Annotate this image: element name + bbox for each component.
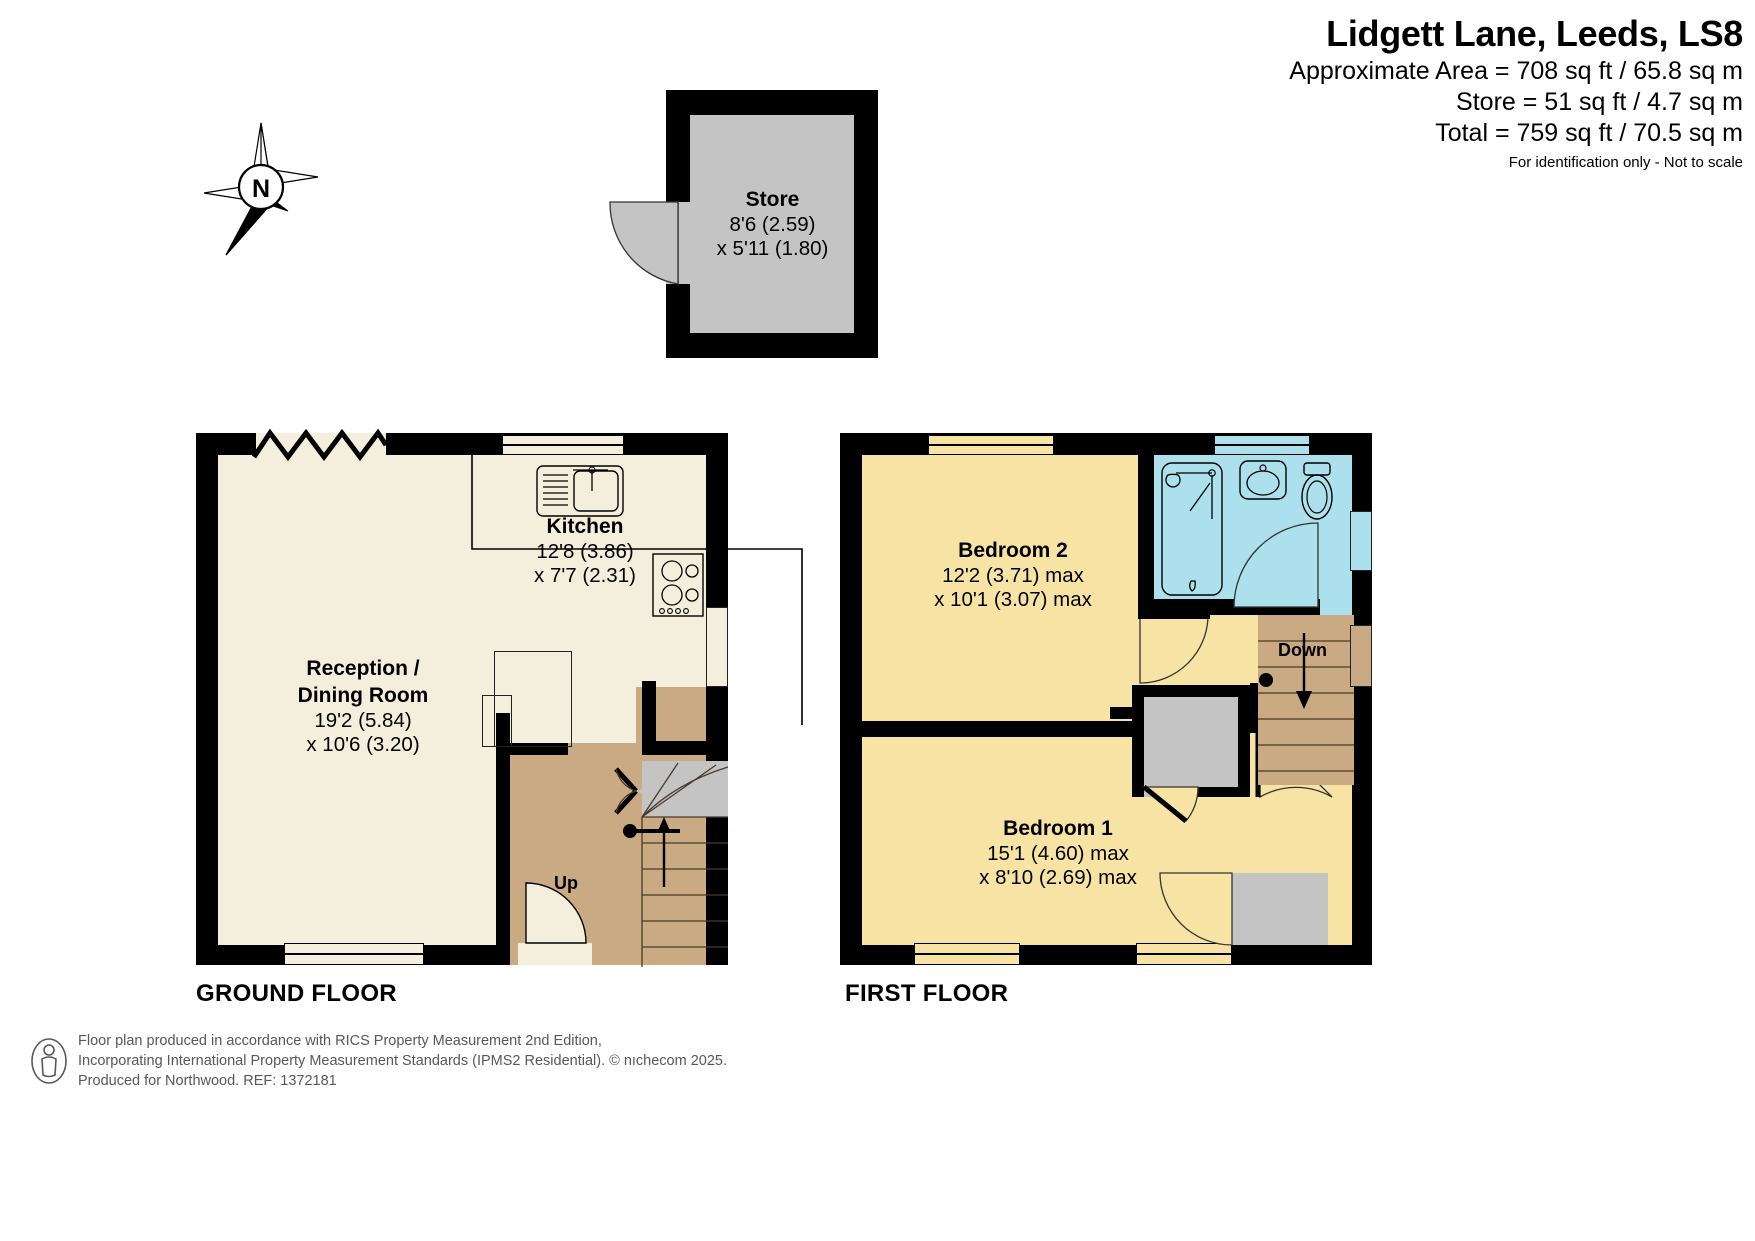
bedroom-2-door-lintel: [1138, 611, 1210, 619]
store-door-opening: [666, 202, 692, 284]
bedroom-2-fill: [862, 455, 1140, 723]
entry-door-opening: [518, 943, 592, 965]
bedroom-1-fill: [862, 737, 1140, 945]
scale-disclaimer: For identification only - Not to scale: [1508, 154, 1743, 171]
approximate-area-line: Approximate Area = 708 sq ft / 65.8 sq m: [1289, 57, 1743, 85]
store-dim-2: x 5'11 (1.80): [716, 237, 829, 260]
footer-line-1: Floor plan produced in accordance with R…: [78, 1033, 602, 1049]
bathroom-left-wall: [1138, 433, 1154, 615]
reception-dim-2: x 10'6 (3.20): [306, 733, 420, 756]
cupboard-door-opening: [1144, 775, 1196, 797]
bedroom-divider-wall: [862, 721, 1140, 737]
cupboard-fill: [1144, 697, 1238, 787]
header: Lidgett Lane, Leeds, LS8 Approximate Are…: [923, 12, 1743, 174]
store-block: Store 8'6 (2.59) x 5'11 (1.80): [600, 90, 890, 370]
washbasin-icon: [1238, 459, 1288, 501]
bay-window-recess: [256, 433, 386, 459]
bathtub-icon: [1160, 461, 1224, 597]
ground-floor-caption: GROUND FLOOR: [196, 980, 397, 1007]
bedroom-1-window-right-mullion: [1136, 953, 1232, 955]
bedroom-2-label: Bedroom 2 12'2 (3.71) max x 10'1 (3.07) …: [898, 537, 1128, 612]
total-area-line: Total = 759 sq ft / 70.5 sq m: [1435, 119, 1743, 147]
bedroom-1-label: Bedroom 1 15'1 (4.60) max x 8'10 (2.69) …: [938, 815, 1178, 890]
footer-line-2: Incorporating International Property Mea…: [78, 1053, 728, 1069]
reception-name-line-1: Reception /: [306, 657, 420, 680]
kitchen-dim-1: 12'8 (3.86): [536, 540, 634, 563]
kitchen-sink-icon: [536, 465, 624, 517]
toilet-icon: [1298, 462, 1336, 525]
kitchen-external-door-frame: [706, 607, 728, 687]
kitchen-dim-2: x 7'7 (2.31): [534, 564, 636, 587]
reception-kitchen-divider-wall: [496, 713, 510, 965]
kitchen-external-door-opening: [706, 607, 728, 687]
bathroom-side-window-frame: [1350, 511, 1372, 571]
reception-dining-fill: [218, 455, 504, 945]
cupboard-stub-wall: [1110, 707, 1142, 719]
store-interior: [690, 115, 854, 333]
person-info-icon: [30, 1037, 68, 1085]
store-name: Store: [745, 188, 800, 211]
bathroom-door-opening: [1320, 595, 1352, 617]
hall-wall-vertical: [642, 681, 656, 753]
stair-direction-up-label: Up: [554, 873, 578, 893]
bedroom-1-name: Bedroom 1: [1003, 817, 1113, 840]
bedroom-2-window-mullion: [928, 444, 1054, 446]
bathroom-side-window: [1350, 511, 1372, 571]
compass-north-label: N: [252, 175, 270, 203]
bedroom-1-window-left-mullion: [914, 953, 1020, 955]
kitchen-window-mullion: [502, 444, 624, 446]
first-floor-caption: FIRST FLOOR: [845, 980, 1009, 1007]
page-title: Lidgett Lane, Leeds, LS8: [1326, 13, 1743, 54]
store-dim-1: 8'6 (2.59): [729, 213, 816, 236]
bedroom-1-cupboard: [1232, 873, 1328, 945]
stair-direction-down-label: Down: [1278, 640, 1327, 660]
bedroom-2-dim-1: 12'2 (3.71) max: [942, 564, 1084, 587]
bedroom-2-name: Bedroom 2: [958, 539, 1068, 562]
store-area-line: Store = 51 sq ft / 4.7 sq m: [1456, 88, 1743, 116]
hall-wall-horizontal: [642, 741, 728, 755]
reception-window-mullion: [284, 953, 424, 955]
small-cupboard-outline: [482, 695, 512, 747]
reception-name-line-2: Dining Room: [297, 684, 429, 707]
footer-line-3: Produced for Northwood. REF: 1372181: [78, 1073, 337, 1089]
kitchen-label: Kitchen 12'8 (3.86) x 7'7 (2.31): [490, 513, 680, 588]
ground-staircase: [614, 755, 736, 967]
stair-side-opening-frame: [1350, 625, 1372, 687]
store-label: Store 8'6 (2.59) x 5'11 (1.80): [695, 186, 850, 261]
kitchen-hob-icon: [652, 553, 704, 617]
compass-rose: N: [196, 115, 326, 256]
bedroom-2-dim-2: x 10'1 (3.07) max: [934, 588, 1092, 611]
bedroom-1-dim-1: 15'1 (4.60) max: [987, 842, 1129, 865]
stair-side-opening: [1350, 625, 1372, 687]
ground-floor-plan: Up: [196, 425, 803, 970]
bedroom-1-dim-2: x 8'10 (2.69) max: [979, 866, 1137, 889]
reception-dim-1: 19'2 (5.84): [314, 709, 412, 732]
footer-text: Floor plan produced in accordance with R…: [78, 1031, 727, 1091]
reception-dining-label: Reception / Dining Room 19'2 (5.84) x 10…: [248, 655, 478, 757]
kitchen-name: Kitchen: [546, 515, 624, 538]
bathroom-window-mullion: [1214, 444, 1310, 446]
